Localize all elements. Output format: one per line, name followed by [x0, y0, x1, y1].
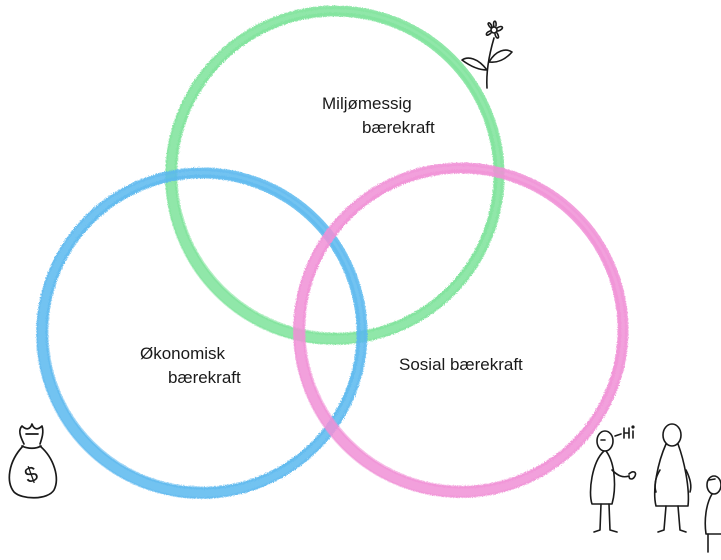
environmental-label: Miljømessig bærekraft	[322, 92, 435, 140]
economic-label: Økonomisk bærekraft	[140, 342, 241, 390]
money-bag-dollar: $	[21, 461, 41, 489]
social-circle	[293, 162, 629, 498]
people-icon	[589, 423, 721, 553]
economic-circle	[36, 167, 368, 499]
environmental-label-line2: bærekraft	[362, 118, 435, 137]
social-label: Sosial bærekraft	[399, 353, 523, 377]
money-bag-icon: $	[8, 423, 58, 499]
environmental-label-line1: Miljømessig	[322, 94, 412, 113]
flower-icon	[461, 20, 513, 89]
economic-label-line2: bærekraft	[168, 368, 241, 387]
social-label-line1: Sosial bærekraft	[399, 355, 523, 374]
economic-label-line1: Økonomisk	[140, 344, 226, 363]
